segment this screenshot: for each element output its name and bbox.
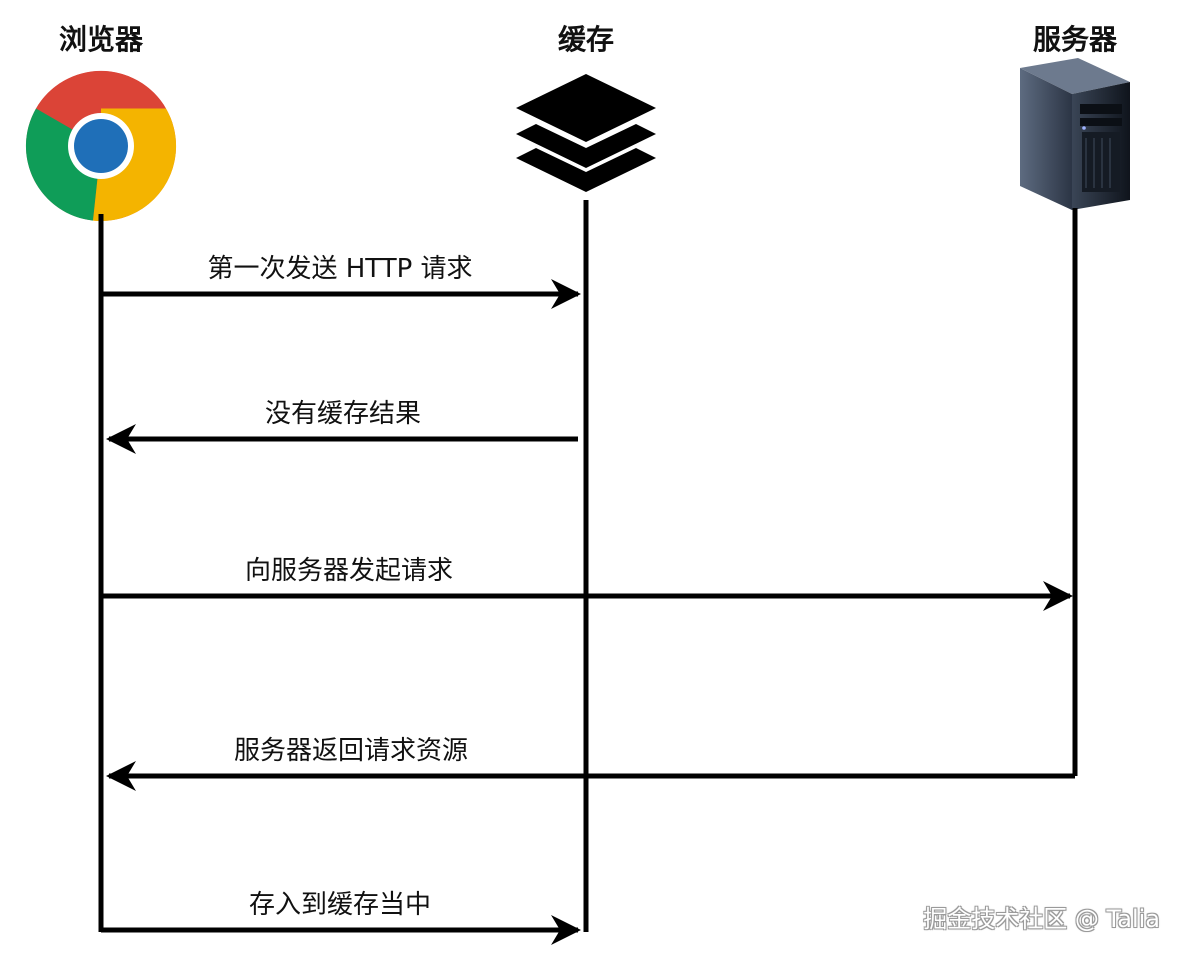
actor-label-cache: 缓存: [557, 23, 615, 56]
message-label: 存入到缓存当中: [248, 890, 432, 920]
watermark: 掘金技术社区 @ Talia: [923, 905, 1160, 933]
layers-icon: [516, 74, 656, 192]
message-label: 没有缓存结果: [264, 399, 422, 429]
actor-label-browser: 浏览器: [58, 23, 144, 56]
message-label: 服务器返回请求资源: [233, 736, 469, 766]
chrome-icon: [25, 70, 177, 222]
message-label: 向服务器发起请求: [244, 556, 454, 586]
server-tower-icon: [1020, 58, 1130, 210]
actor-label-server: 服务器: [1032, 23, 1118, 56]
message-label: 第一次发送 HTTP 请求: [207, 254, 473, 284]
